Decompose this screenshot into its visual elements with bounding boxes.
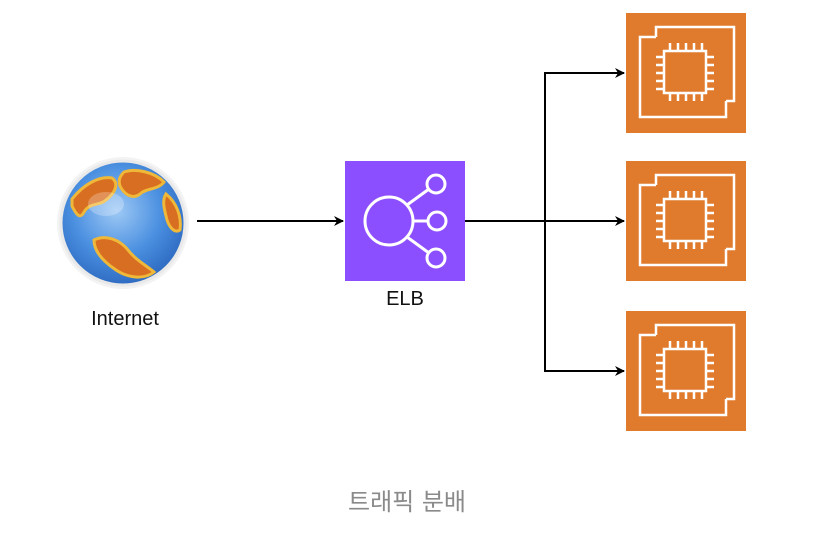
ec2-instance-2[interactable]: [626, 161, 746, 281]
elb-label: ELB: [386, 288, 424, 310]
ec2-instance-icon: [638, 323, 736, 417]
elb-to-instance-1-arrow: [544, 68, 625, 221]
internet-label: Internet: [91, 308, 159, 330]
globe-icon: [57, 157, 189, 289]
elb-to-instance-3-arrow: [544, 221, 625, 376]
elb-node[interactable]: [345, 161, 465, 281]
ec2-instance-icon: [638, 173, 736, 267]
ec2-instance-1[interactable]: [626, 13, 746, 133]
diagram-caption: 트래픽 분배: [347, 488, 467, 516]
ec2-instance-icon: [638, 25, 736, 119]
internet-node[interactable]: [54, 154, 192, 292]
load-balancer-icon: [363, 173, 448, 269]
ec2-instance-3[interactable]: [626, 311, 746, 431]
